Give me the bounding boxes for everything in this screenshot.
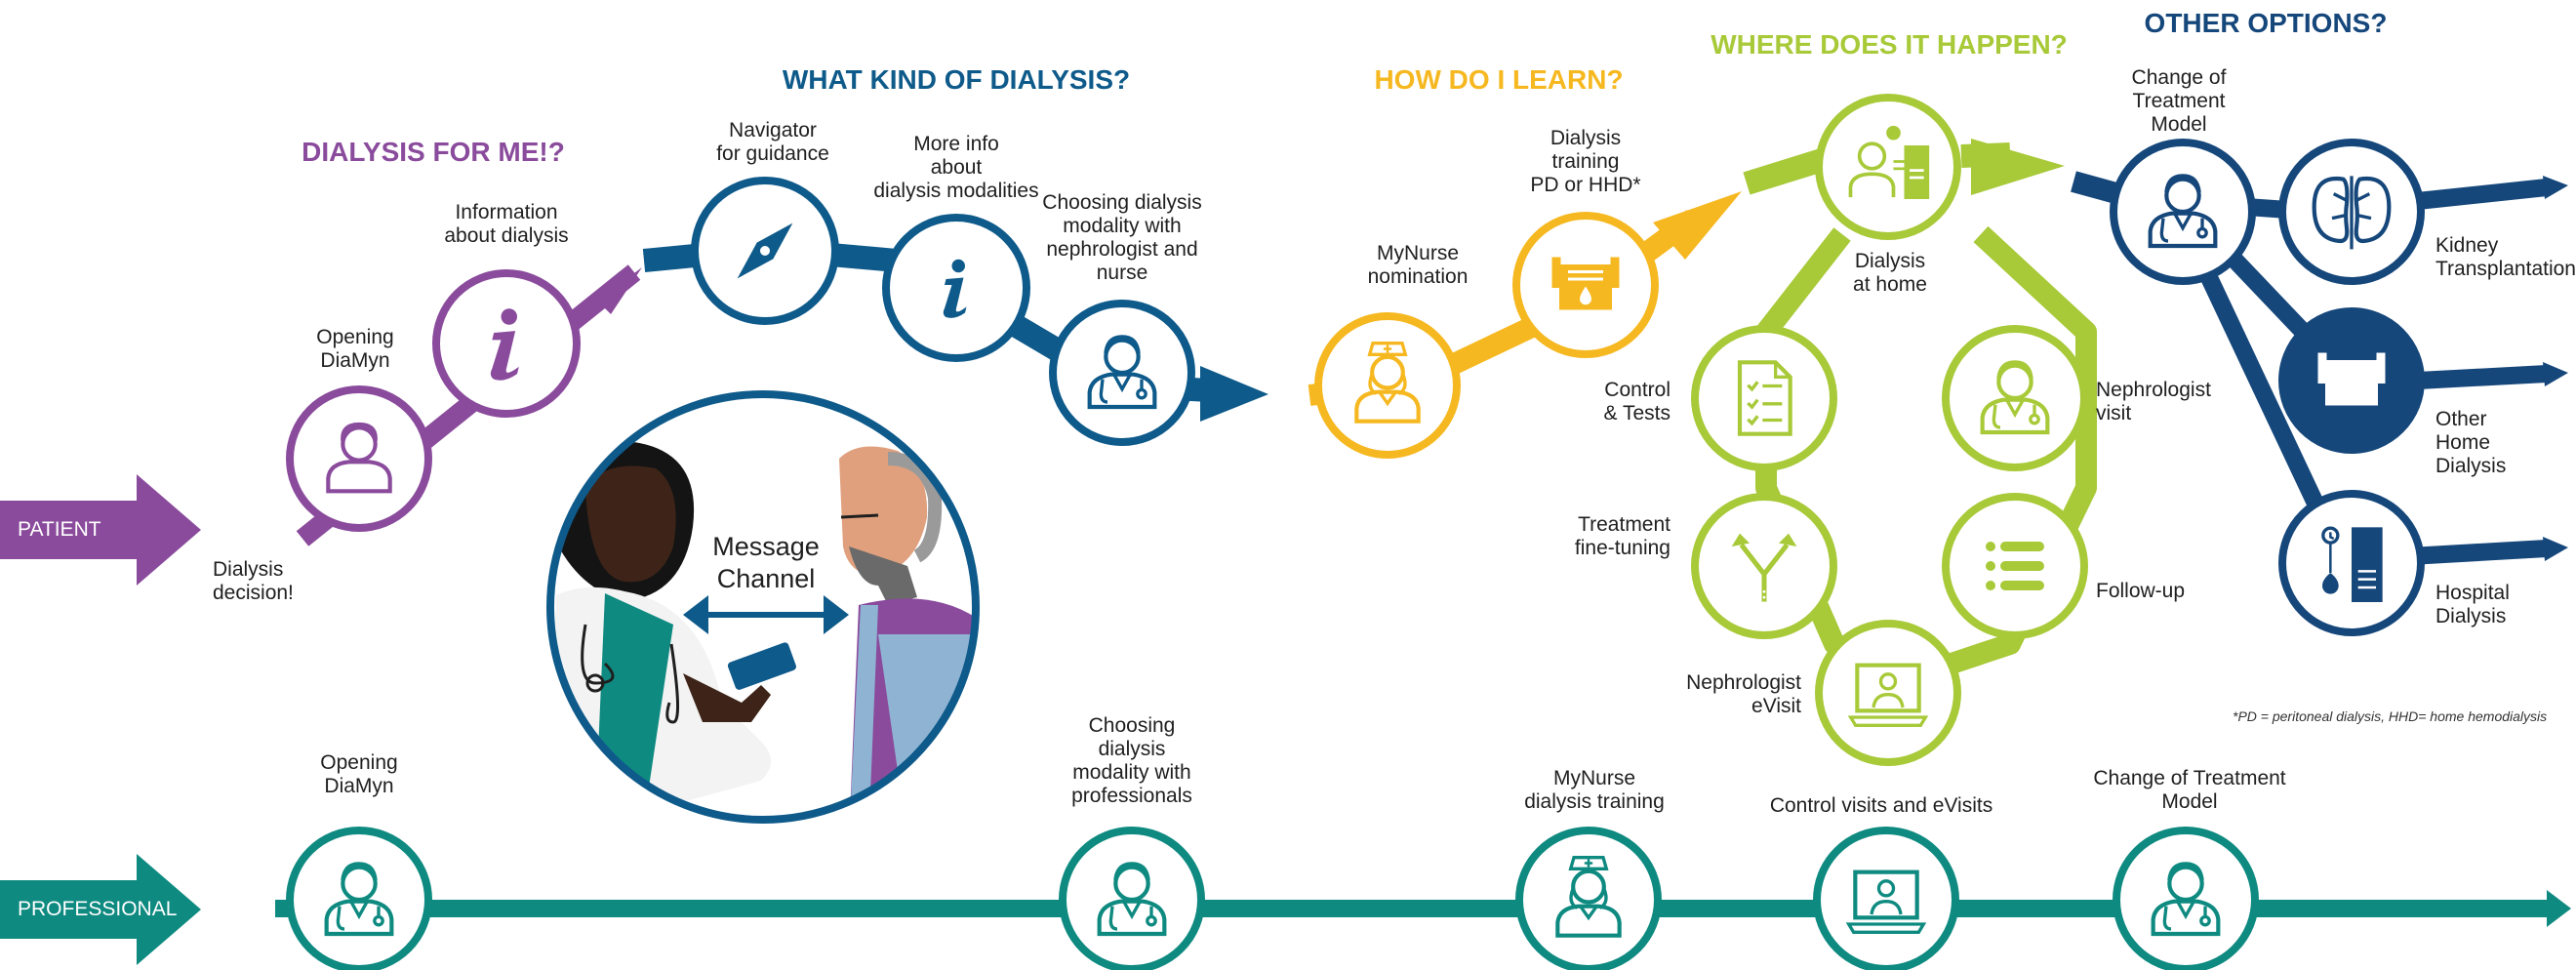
label-dialysis-decision: Dialysis decision! — [213, 558, 294, 604]
nephrologist-evisit-node[interactable] — [1815, 620, 1961, 766]
label-dialysis-training: Dialysis training PD or HHD* — [1530, 127, 1641, 196]
pro-label-change-model: Change of Treatment Model — [2093, 767, 2286, 813]
dialysis-machine-icon — [2316, 351, 2387, 407]
list-icon — [1986, 542, 2044, 590]
information-node[interactable] — [432, 269, 581, 418]
label-nephrologist-visit: Nephrologist visit — [2096, 379, 2211, 424]
treatment-finetuning-node[interactable] — [1691, 493, 1837, 639]
label-treatment-finetuning: Treatment fine-tuning — [1574, 513, 1670, 559]
message-channel-frame — [546, 390, 980, 824]
label-information: Information about dialysis — [444, 201, 569, 247]
header-other-options: OTHER OPTIONS? — [2144, 8, 2388, 38]
label-choosing: Choosing dialysis modality with nephrolo… — [1042, 191, 1202, 284]
mynurse-nomination-node[interactable] — [1314, 312, 1461, 459]
choosing-modality-node[interactable] — [1049, 300, 1195, 446]
more-info-node[interactable] — [882, 214, 1030, 362]
label-dialysis-at-home: Dialysis at home — [1853, 250, 1927, 296]
patient-face — [839, 446, 928, 576]
pro-change-model-node[interactable] — [2113, 827, 2259, 970]
navigator-node[interactable] — [691, 177, 839, 325]
pro-choosing-node[interactable] — [1059, 827, 1205, 970]
label-control-tests: Control & Tests — [1603, 379, 1670, 424]
header-what-kind: WHAT KIND OF DIALYSIS? — [782, 64, 1131, 95]
label-navigator: Navigator for guidance — [716, 119, 829, 165]
label-more-info: More info about dialysis modalities — [873, 133, 1039, 202]
professional-lane-label: PROFESSIONAL — [18, 898, 178, 920]
pro-label-opening-diamyn: Opening DiaMyn — [320, 751, 398, 797]
nephrologist-visit-node[interactable] — [1942, 325, 2088, 471]
footnote: *PD = peritoneal dialysis, HHD= home hem… — [2233, 708, 2548, 724]
kidney-transplantation-node[interactable] — [2278, 139, 2425, 285]
pro-label-mynurse-training: MyNurse dialysis training — [1524, 767, 1665, 813]
label-follow-up: Follow-up — [2096, 580, 2186, 602]
opening-diamyn-node[interactable] — [286, 385, 432, 532]
doctor-hand — [683, 673, 771, 722]
hospital-dialysis-icon — [2320, 525, 2385, 604]
follow-up-node[interactable] — [1942, 493, 2088, 639]
patient-beard — [849, 546, 917, 605]
header-where-happen: WHERE DOES IT HAPPEN? — [1711, 29, 2068, 60]
message-channel-illustration — [546, 390, 980, 824]
label-hospital-dialysis: Hospital Dialysis — [2435, 582, 2510, 627]
pro-mynurse-training-node[interactable] — [1515, 827, 1662, 970]
pro-label-choosing: Choosing dialysis modality with professi… — [1071, 714, 1192, 807]
doctor-face — [585, 465, 676, 583]
patient-lane-label: PATIENT — [18, 518, 101, 541]
change-model-node[interactable] — [2110, 139, 2256, 285]
message-channel-label: Message Channel — [712, 532, 820, 593]
pro-label-control-visits: Control visits and eVisits — [1769, 794, 1993, 817]
label-nephrologist-evisit: Nephrologist eVisit — [1686, 671, 1801, 717]
label-opening-diamyn: Opening DiaMyn — [316, 326, 394, 372]
pro-control-visits-node[interactable] — [1813, 827, 1959, 970]
label-change-model: Change of Treatment Model — [2131, 66, 2227, 136]
label-kidney-transplantation: Kidney Transplantation — [2435, 234, 2576, 280]
dialysis-at-home-node[interactable] — [1815, 94, 1961, 240]
other-home-dialysis-node[interactable] — [2278, 307, 2425, 454]
dialysis-machine-icon — [1550, 256, 1621, 311]
professional-timeline — [275, 890, 2571, 927]
dialysis-training-node[interactable] — [1512, 212, 1659, 358]
phone-icon — [727, 642, 796, 690]
pro-opening-diamyn-node[interactable] — [286, 827, 432, 970]
label-other-home-dialysis: Other Home Dialysis — [2435, 408, 2507, 477]
label-mynurse-nomination: MyNurse nomination — [1367, 242, 1469, 288]
professional-lane-arrow — [0, 854, 201, 965]
double-arrow-icon — [683, 595, 849, 634]
patient-lane-arrow — [0, 474, 201, 586]
control-tests-node[interactable] — [1691, 325, 1837, 471]
hospital-dialysis-node[interactable] — [2278, 490, 2425, 636]
header-how-learn: HOW DO I LEARN? — [1374, 64, 1624, 95]
header-dialysis-for-me: DIALYSIS FOR ME!? — [302, 137, 565, 167]
